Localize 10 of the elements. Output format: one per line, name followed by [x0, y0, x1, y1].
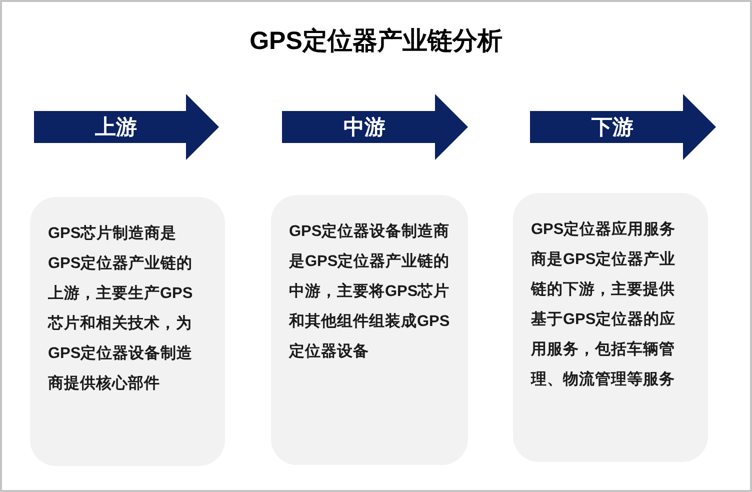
arrow-banner [530, 94, 716, 160]
title: GPS定位器产业链分析 [250, 26, 502, 57]
stage-label: 下游 [592, 114, 634, 140]
stage-label: 中游 [344, 114, 386, 140]
description-text: GPS芯片制造商是GPS定位器产业链的上游，主要生产GPS芯片和相关技术，为GPS定位器设备制造商提供核心部件 [48, 224, 194, 394]
arrow-banner [34, 94, 219, 160]
description-text: GPS定位器应用服务商是GPS定位器产业链的下游，主要提供基于GPS定位器的应用服务，包括车辆管理、物流管理等服务 [531, 220, 677, 390]
arrow-banner [282, 94, 468, 160]
description-text: GPS定位器设备制造商是GPS定位器产业链的中游，主要将GPS芯片和其他组件组装成GPS定位器设备 [289, 222, 450, 362]
stage-label: 上游 [95, 114, 137, 140]
